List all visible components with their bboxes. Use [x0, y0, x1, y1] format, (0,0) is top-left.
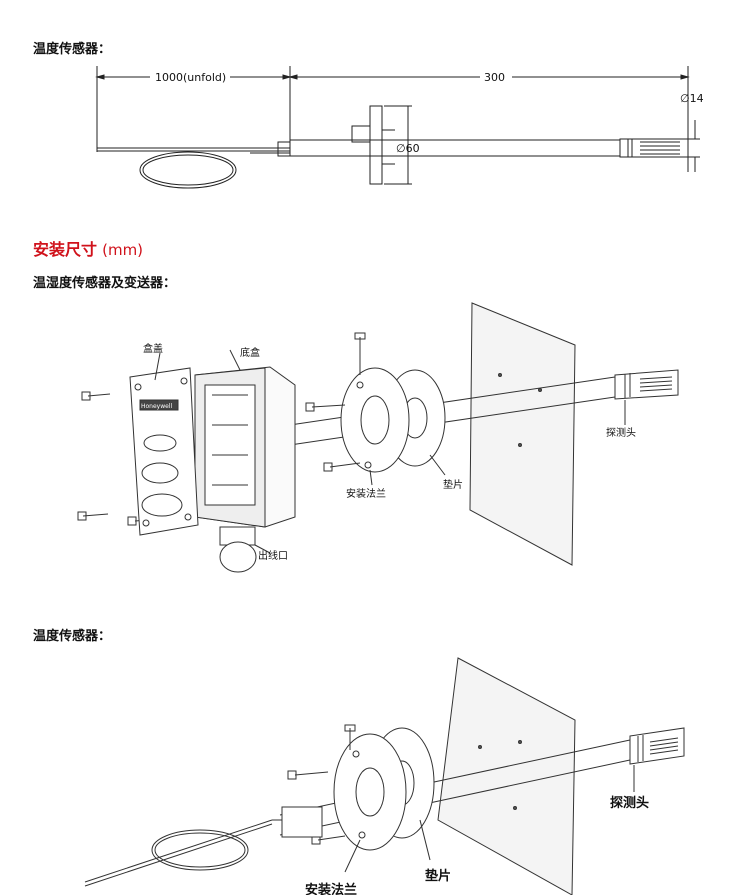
heading-temp-sensor-bottom: 温度传感器：	[33, 629, 112, 644]
box-cover-label: 盒盖	[143, 342, 163, 355]
probe-head-label-2: 探测头	[610, 795, 649, 811]
flange-label-2: 安装法兰	[305, 882, 357, 895]
exploded-view-temp-sensor: 探测头 垫片 安装法兰	[84, 657, 685, 895]
install-title-text: 安装尺寸	[33, 240, 98, 259]
install-title-unit: (mm)	[102, 241, 144, 259]
probe-head-label: 探测头	[606, 426, 636, 439]
heading-humidity-temp: 温湿度传感器及变送器：	[33, 276, 177, 291]
cable-length-label: 1000(unfold)	[155, 71, 226, 84]
probe-diameter-label: ∅14	[680, 92, 704, 105]
heading-temp-sensor-top: 温度传感器：	[33, 42, 112, 57]
probe-length-label: 300	[484, 71, 505, 84]
brand-logo-text: Honeywell	[141, 403, 172, 410]
gasket-label: 垫片	[443, 478, 463, 491]
flange-label: 安装法兰	[346, 487, 386, 500]
exploded-view-humidity-temp: 盒盖 底盒 Honeywell 探测头 安装法兰 垫片 出线口	[77, 302, 679, 573]
install-dimensions-title: 安装尺寸 (mm)	[33, 236, 143, 260]
gasket-label-2: 垫片	[425, 868, 451, 884]
dimension-drawing: 1000(unfold) 300 ∅14 ∅60	[95, 66, 704, 189]
box-base-label: 底盒	[240, 346, 260, 359]
flange-diameter-label: ∅60	[396, 142, 420, 155]
cable-outlet-label: 出线口	[258, 549, 288, 562]
